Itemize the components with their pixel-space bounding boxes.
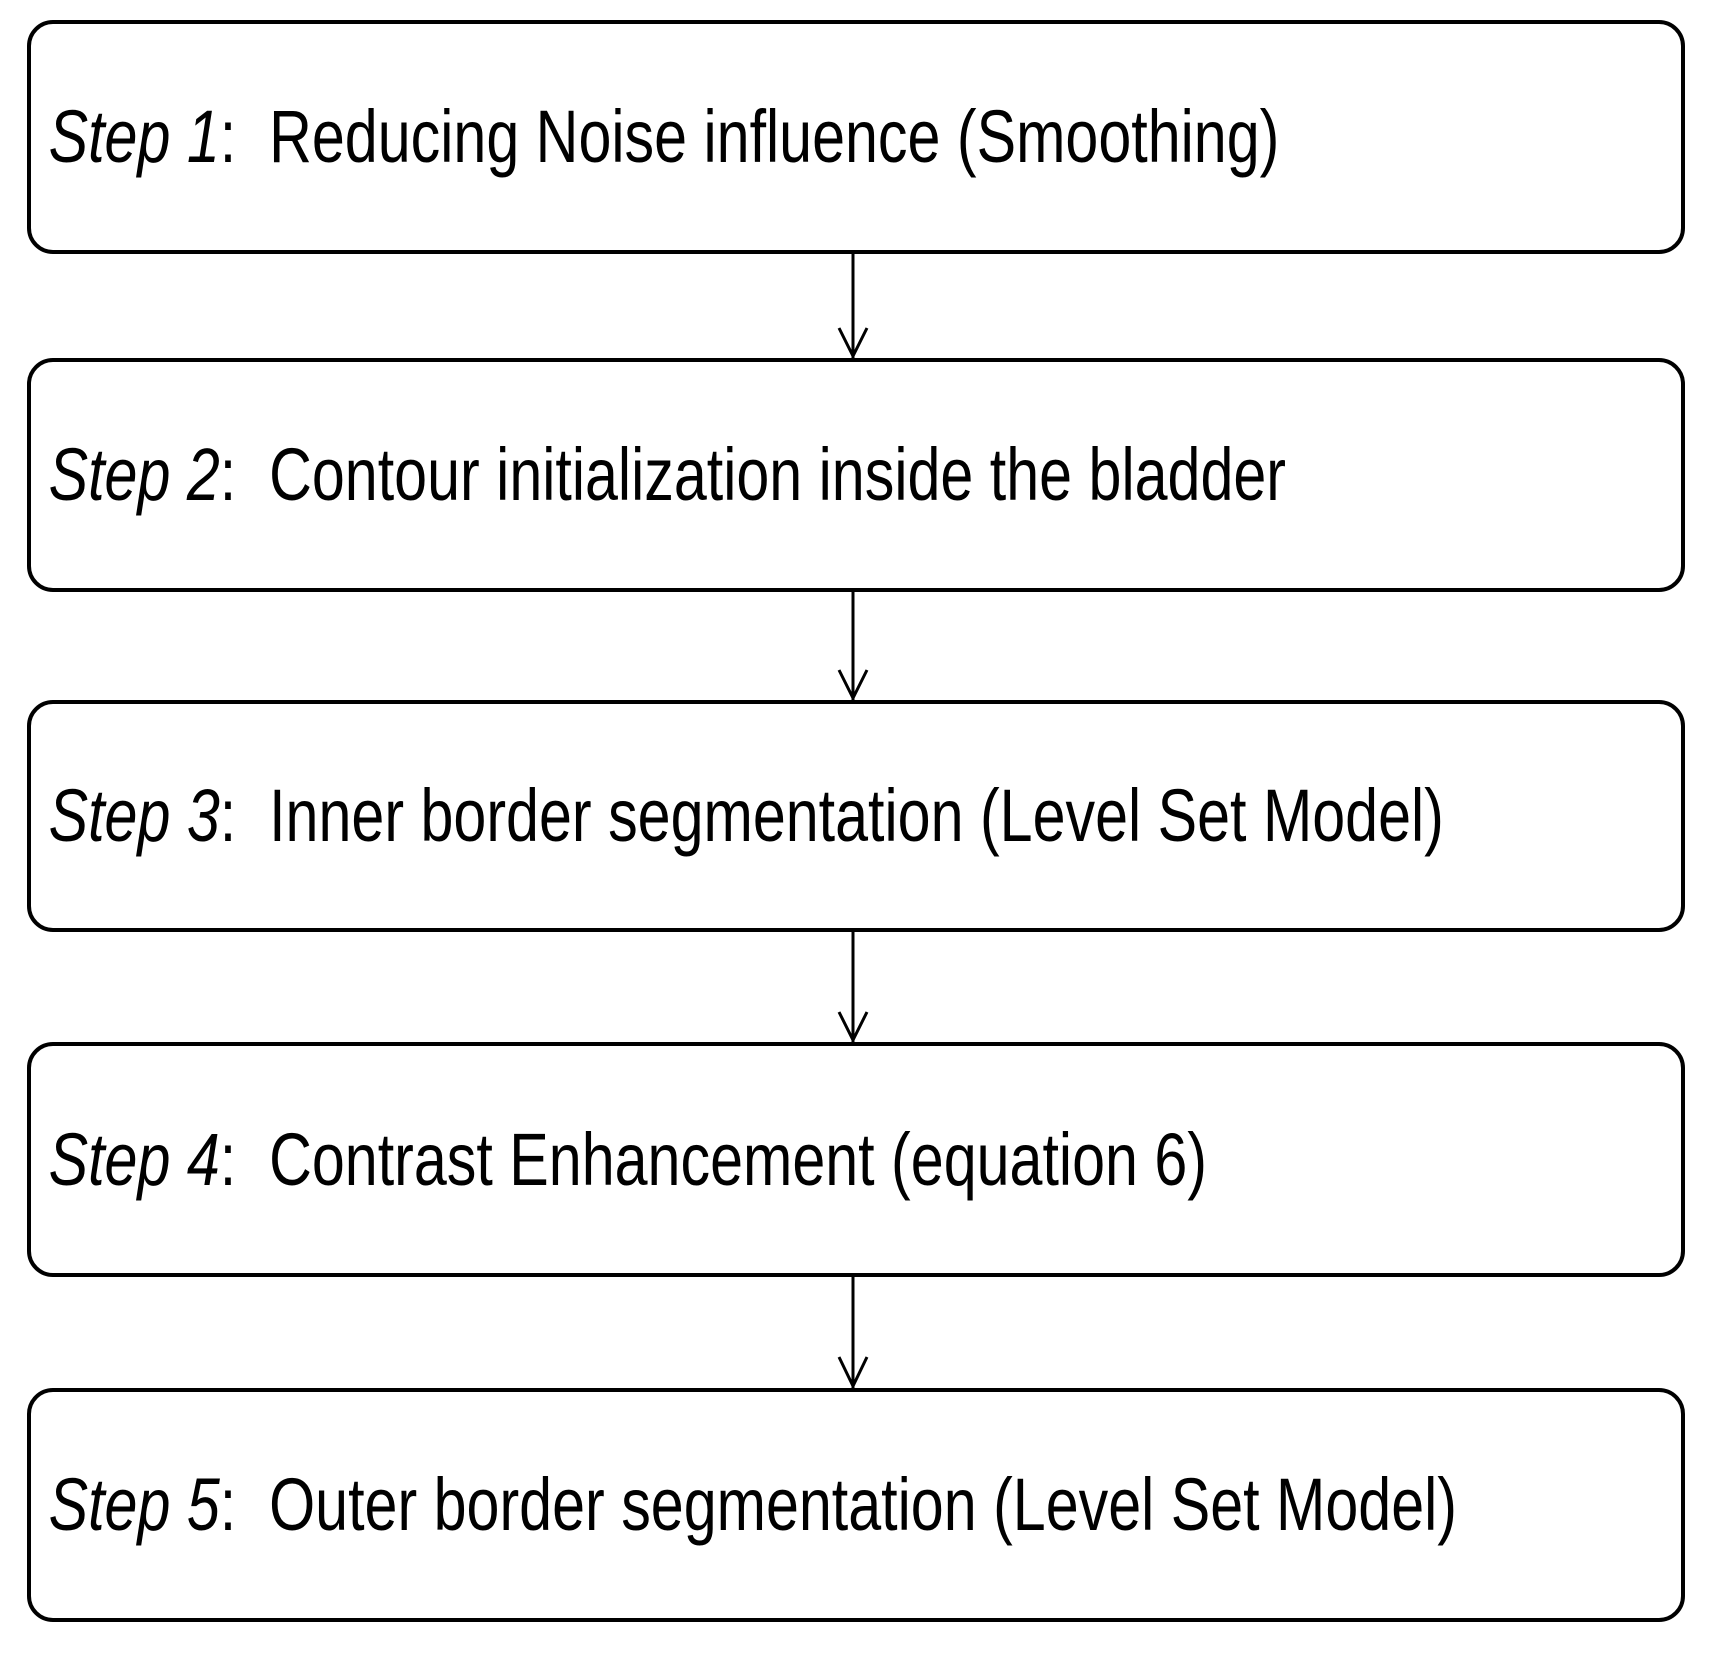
- flowchart-node-step-2[interactable]: Step 2: Contour initialization inside th…: [27, 358, 1685, 592]
- flowchart-node-step-5[interactable]: Step 5: Outer border segmentation (Level…: [27, 1388, 1685, 1622]
- flowchart-connector-3-4: [833, 932, 873, 1044]
- step-3-separator: :: [219, 774, 237, 857]
- step-4-label: Step 4: Contrast Enhancement (equation 6…: [31, 1122, 1207, 1197]
- flowchart-node-step-3[interactable]: Step 3: Inner border segmentation (Level…: [27, 700, 1685, 932]
- step-3-label: Step 3: Inner border segmentation (Level…: [31, 779, 1444, 853]
- step-1-text: Reducing Noise influence (Smoothing): [269, 95, 1280, 178]
- step-1-spacer: [236, 95, 269, 178]
- step-5-spacer: [236, 1463, 269, 1546]
- flowchart-node-step-1[interactable]: Step 1: Reducing Noise influence (Smooth…: [27, 20, 1685, 254]
- step-4-text: Contrast Enhancement (equation 6): [269, 1117, 1208, 1201]
- flowchart-connector-1-2: [833, 254, 873, 360]
- down-arrow-icon: [837, 254, 869, 360]
- flowchart-connector-4-5: [833, 1277, 873, 1390]
- step-4-spacer: [236, 1118, 269, 1201]
- step-2-number: Step 2: [48, 433, 220, 516]
- step-3-number: Step 3: [48, 774, 220, 857]
- step-3-text: Inner border segmentation (Level Set Mod…: [269, 774, 1444, 857]
- step-4-separator: :: [219, 1117, 237, 1201]
- step-5-text: Outer border segmentation (Level Set Mod…: [269, 1463, 1458, 1546]
- down-arrow-icon: [837, 932, 869, 1044]
- step-4-number: Step 4: [48, 1117, 220, 1201]
- down-arrow-icon: [837, 592, 869, 702]
- step-2-spacer: [236, 433, 269, 516]
- flowchart-node-step-4[interactable]: Step 4: Contrast Enhancement (equation 6…: [27, 1042, 1685, 1277]
- step-5-separator: :: [219, 1463, 237, 1546]
- step-1-number: Step 1: [48, 95, 220, 178]
- step-1-separator: :: [219, 95, 237, 178]
- step-2-label: Step 2: Contour initialization inside th…: [31, 438, 1286, 512]
- step-5-label: Step 5: Outer border segmentation (Level…: [31, 1468, 1457, 1542]
- step-3-spacer: [236, 774, 269, 857]
- down-arrow-icon: [837, 1277, 869, 1390]
- step-5-number: Step 5: [48, 1463, 220, 1546]
- step-2-separator: :: [219, 433, 237, 516]
- flowchart-connector-2-3: [833, 592, 873, 702]
- step-1-label: Step 1: Reducing Noise influence (Smooth…: [31, 100, 1280, 174]
- step-2-text: Contour initialization inside the bladde…: [269, 433, 1287, 516]
